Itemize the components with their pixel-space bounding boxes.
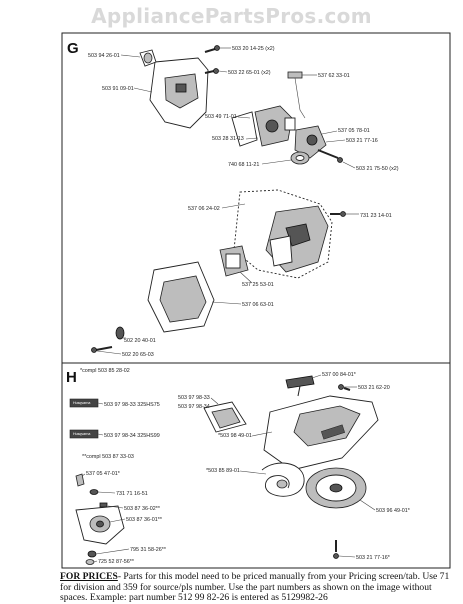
filter-housing xyxy=(233,189,333,279)
label-h-10: 537 05 47-01* xyxy=(86,471,121,477)
svg-text:Husqvarna: Husqvarna xyxy=(73,401,90,405)
label-g-1: 503 20 14-25 (x2) xyxy=(232,46,275,52)
label-g-5: 503 49 71-01 xyxy=(205,114,237,120)
fan-spring xyxy=(89,489,99,495)
label-g-10: 503 21 75-50 (x2) xyxy=(356,166,399,172)
intake-ring xyxy=(290,151,310,165)
pricing-note: FOR PRICES- Parts for this model need to… xyxy=(60,571,460,604)
boot xyxy=(139,49,157,67)
label-g-0: 503 94 26-01 xyxy=(88,53,120,59)
starter-pulley xyxy=(305,467,367,509)
label-h-8: **compl 503 87 33-03 xyxy=(82,454,134,460)
label-h-16: 725 52 87-56** xyxy=(98,559,135,565)
label-g-2: 503 22 65-01 (x2) xyxy=(228,70,271,76)
label-g-3: 537 62 33-01 xyxy=(318,73,350,79)
label-h-6: 503 97 98-34 325HS99 xyxy=(104,433,160,439)
section-h-frame xyxy=(61,362,451,569)
screw-g2 xyxy=(204,68,219,74)
carburetor xyxy=(254,105,296,147)
label-h-15: 795 31 58-26** xyxy=(130,547,167,553)
label-h-4: 503 97 98-34 xyxy=(178,404,210,410)
starter-screw xyxy=(338,384,351,391)
air-filter xyxy=(219,245,249,277)
label-h-13: 503 87 36-01** xyxy=(126,517,163,523)
recoil-spring xyxy=(261,462,305,497)
throttle-wire xyxy=(287,71,306,119)
label-g-16: 502 20 65-03 xyxy=(122,352,154,358)
label-g-8: 503 21 77-16 xyxy=(346,138,378,144)
label-g-11: 537 06 24-02 xyxy=(188,206,220,212)
label-g-12: 731 23 14-01 xyxy=(360,213,392,219)
flywheel-pawl-assembly xyxy=(75,502,125,545)
nut-h xyxy=(87,550,97,558)
screw-g3 xyxy=(317,149,343,163)
label-g-6: 503 28 31-13 xyxy=(212,136,244,142)
screw-g1 xyxy=(204,45,220,53)
watermark: AppliancePartsPros.com xyxy=(91,4,372,28)
filter-cover xyxy=(147,261,215,333)
starter-handle xyxy=(285,375,315,397)
screw-g4 xyxy=(91,346,113,353)
label-g-9: 740 68 11-21 xyxy=(228,162,259,168)
carburetor-cover xyxy=(149,57,209,129)
label-h-17: 503 21 77-16* xyxy=(356,555,391,561)
gasket xyxy=(231,111,258,147)
section-g-letter: G xyxy=(67,40,79,57)
pricing-note-text: - Parts for this model need to be priced… xyxy=(60,571,450,603)
label-h-0: *compl 503 85 28-02 xyxy=(80,368,130,374)
label-h-11: 731 71 16-51 xyxy=(116,491,148,497)
label-h-3: 503 97 98-33 325HS75 xyxy=(104,402,160,408)
label-h-12: 503 87 36-02** xyxy=(124,506,161,512)
label-g-13: 537 25 53-01 xyxy=(242,282,274,288)
starter-housing xyxy=(263,395,379,471)
label-h-7: *503 98 49-01 xyxy=(218,433,252,439)
label-h-14: 503 96 49-01* xyxy=(376,508,411,514)
label-g-15: 502 20 40-01 xyxy=(124,338,156,344)
label-h-5: 503 97 98-33 xyxy=(178,395,210,401)
washer-h xyxy=(85,559,95,565)
decal-sheet xyxy=(203,401,247,433)
label-h-9: *503 85 89-01 xyxy=(206,468,240,474)
housing-screw xyxy=(330,211,346,217)
label-h-1: 537 00 84-01* xyxy=(322,372,357,378)
label-g-4: 503 91 09-01 xyxy=(102,86,134,92)
section-h-letter: H xyxy=(66,369,77,386)
washer-g xyxy=(115,326,125,340)
svg-text:Husqvarna: Husqvarna xyxy=(73,432,90,436)
model-badge-1: Husqvarna xyxy=(69,398,99,408)
label-h-2: 503 21 62-20 xyxy=(358,385,390,391)
pulley-screw xyxy=(333,540,339,559)
label-g-14: 537 06 63-01 xyxy=(242,302,274,308)
pawl-small xyxy=(75,473,85,487)
label-g-7: 537 05 78-01 xyxy=(338,128,370,134)
pricing-note-label: FOR PRICES xyxy=(60,571,118,582)
model-badge-2: Husqvarna xyxy=(69,429,99,439)
